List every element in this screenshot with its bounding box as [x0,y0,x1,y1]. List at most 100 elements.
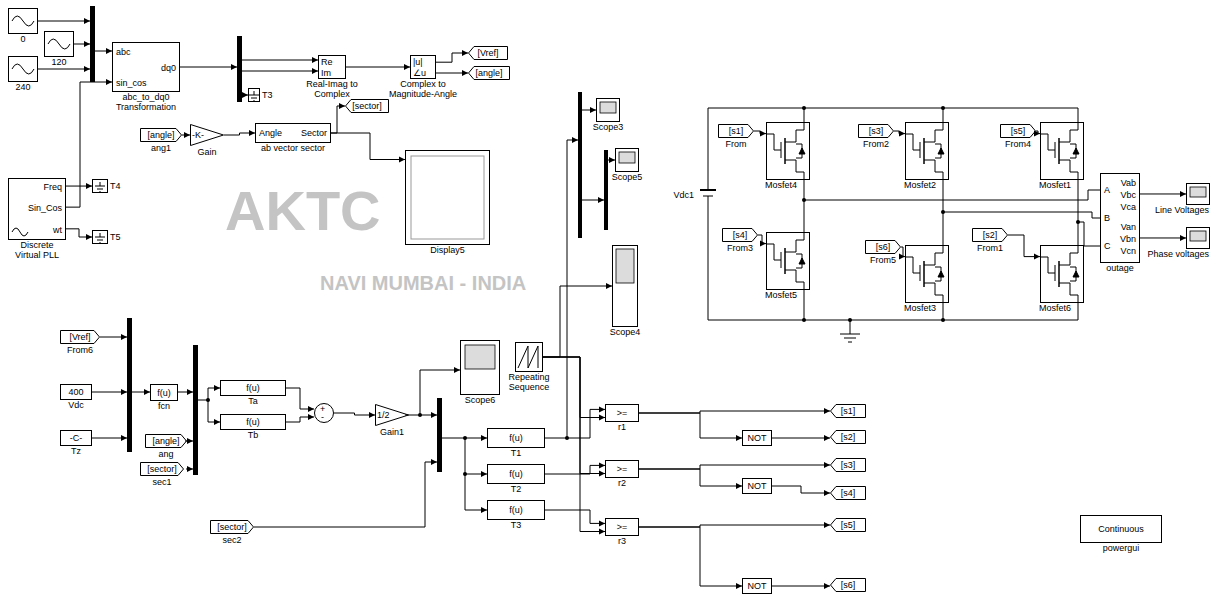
signal-line [1008,235,1040,257]
signal-line [543,357,605,474]
signal-line [545,409,605,438]
power-wire [700,108,1100,342]
simulink-block: Scope3 [596,98,620,122]
block-label: ang [158,449,173,459]
mosfet-symbol [766,122,1079,303]
block-label: 120 [51,57,66,67]
power-wire [708,320,1078,321]
simulink-block: 240 [8,56,38,82]
block-label: - [321,412,324,422]
block-label: Tb [248,430,259,440]
block-outline [211,521,254,534]
mosfet-symbol [905,245,944,303]
signal-wire [38,69,90,70]
signal-line [331,133,405,163]
sine-icon [12,16,70,236]
simulink-block: f(u)T2 [487,464,545,484]
block-label: dq0 [161,63,176,73]
signal-line [639,465,830,469]
block-outline [831,459,866,472]
signal-line [639,413,742,441]
signal-line [286,388,314,412]
from-tag: [s4]From3 [722,228,758,242]
signal-line [772,586,830,587]
block-label: f(u) [246,417,260,427]
watermark-text: NAVI MUMBAI - INDIA [320,272,526,294]
power-wire [943,108,944,122]
scope-screen [465,345,495,369]
signal-line [1140,237,1186,238]
simulink-block: abcdq0sin_cosabc_to_dq0 Transformation [112,42,180,92]
mosfet-symbol [766,122,805,180]
signal-line [436,70,468,76]
terminator-icon [95,182,105,192]
block-label: Angle [259,128,282,138]
block-label: [s4] [733,230,748,240]
block-outline [469,47,508,60]
signal-line [639,527,742,586]
signal-wire [582,200,604,201]
signal-line [66,79,112,207]
block-label: 240 [15,82,30,92]
signal-line [1140,191,1186,197]
block-label: T2 [511,484,522,494]
signal-wire [180,67,237,68]
power-wire [708,108,1078,109]
signal-line [66,229,92,240]
signal-line [543,283,612,357]
scope-screen [465,102,1206,369]
block-label: Mosfet4 [765,180,797,190]
signal-line [543,357,605,532]
block-label: r3 [618,536,626,546]
sawtooth-icon [518,346,538,368]
block-label: wt [53,225,62,235]
block-label: sec2 [222,535,241,545]
junction-dot [463,472,467,476]
from-tag: [s3]From2 [858,124,894,138]
signal-line [1140,193,1186,194]
power-wire [804,108,805,122]
block-label: From1 [977,243,1003,253]
terminator-icon [95,233,105,243]
simulink-block: FreqSin_CoswtDiscrete Virtual PLL [8,178,66,240]
block-outline [191,125,224,146]
block-label: Mosfet5 [765,290,797,300]
block-label: sin_cos [116,78,147,88]
block-label: Sin_Cos [28,203,62,213]
simulink-block: >=r2 [605,460,639,478]
from-tag: [sector]sec2 [210,520,254,534]
block-label: [angle] [152,436,179,446]
signal-wire [132,392,150,393]
block-outline [376,405,409,426]
goto-tag: [sector] [345,99,389,113]
block-label: [s5] [841,520,856,530]
block-label: T5 [110,232,121,242]
block-label: Vab [1121,178,1136,188]
signal-wire [100,337,127,338]
block-label: [s5] [1011,126,1026,136]
signal-wire [567,140,578,438]
power-wire [708,108,709,190]
block-label: outage [1106,263,1134,273]
signal-wire [208,400,220,422]
simulink-block: >=r3 [605,518,639,536]
block-label: Discrete Virtual PLL [7,240,67,260]
display-screen [411,156,484,239]
goto-tag: [Vref] [468,46,508,60]
signal-line [331,106,345,133]
block-label: [sector] [352,101,382,111]
scope-screen [616,249,634,283]
from-tag: [s2]From1 [972,228,1008,242]
signal-line [334,413,375,415]
sine-icon [12,228,28,236]
junction-dot [206,106,1080,476]
block-label: Vdc [68,400,84,410]
scope-screen [600,102,616,113]
simulink-block: Scope4 [612,245,638,327]
block-label: Real-Imag to Complex [300,79,364,99]
from-tag: [s5]From4 [1000,124,1036,138]
block-label: A [1104,185,1110,195]
simulink-block: f(u)fcn [150,384,178,401]
sine-icon [48,39,70,49]
